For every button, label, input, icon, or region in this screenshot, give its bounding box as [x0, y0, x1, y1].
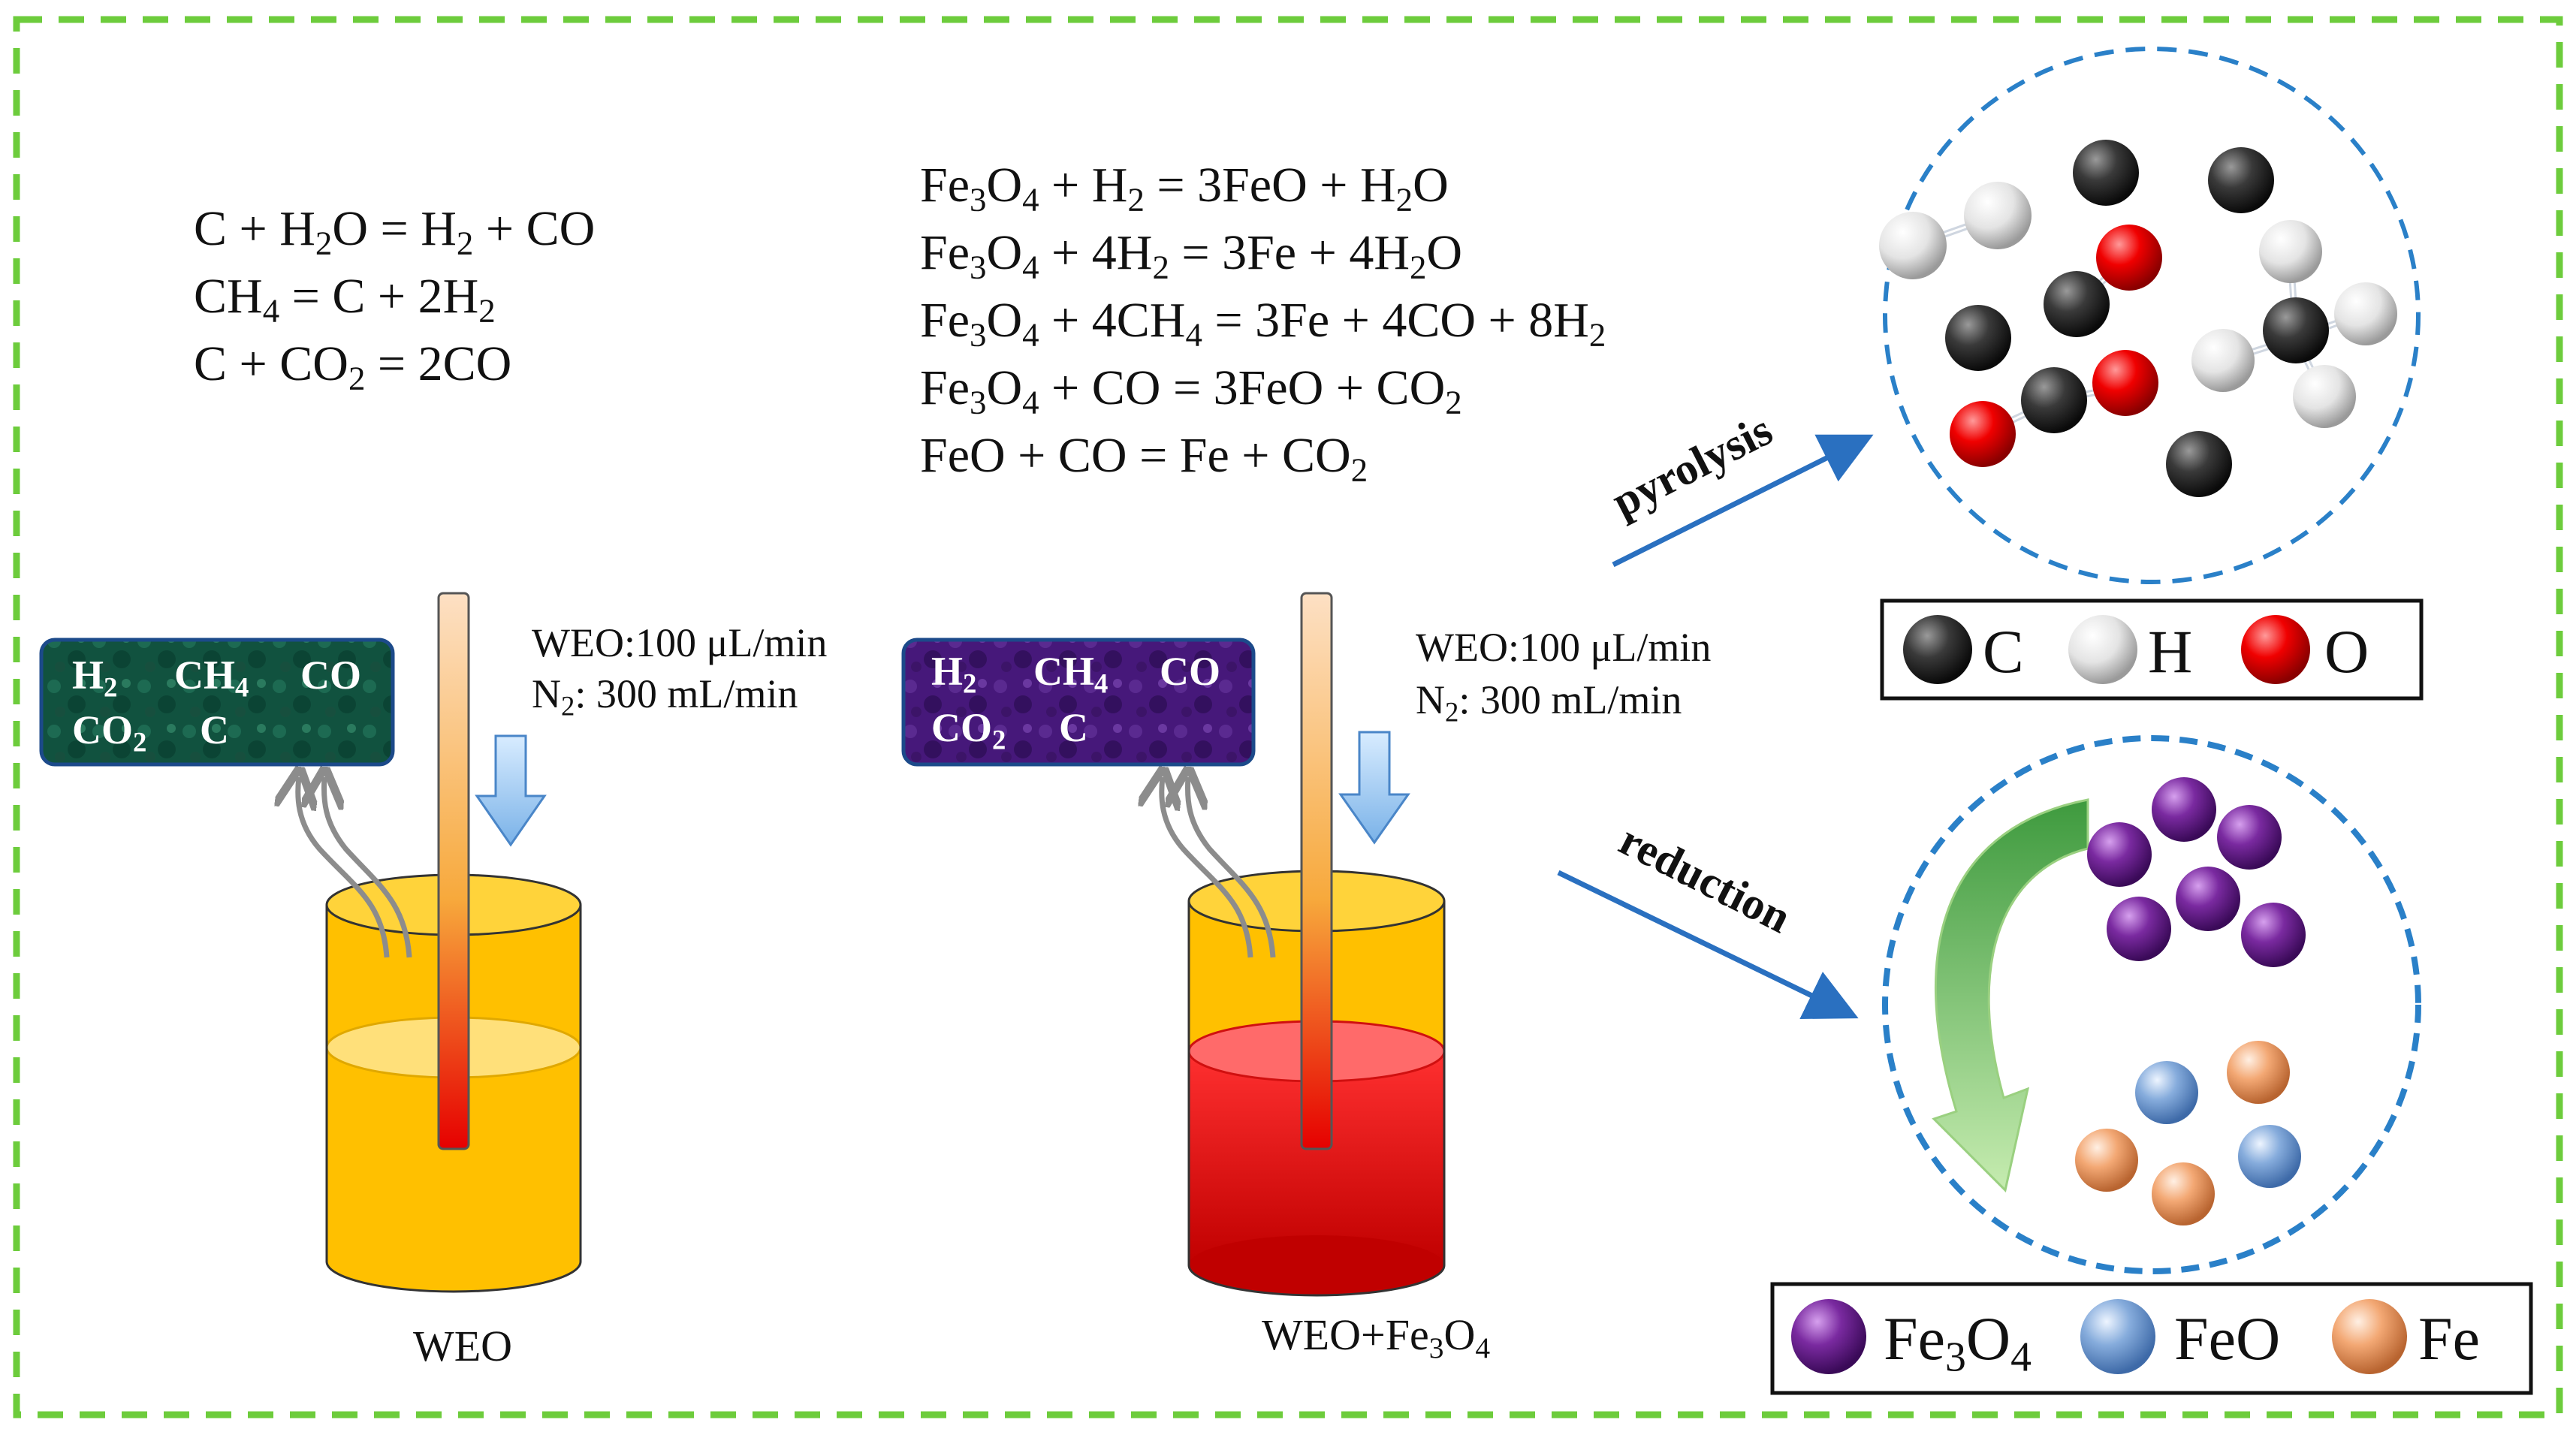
equation-left-1: C + H2O = H2 + CO [194, 201, 595, 262]
gas-panel-left [39, 638, 395, 767]
legend-carbon-swatch [1903, 615, 1972, 684]
legend-fe-label: Fe [2418, 1304, 2480, 1373]
equation-middle-1: Fe3O4 + H2 = 3FeO + H2O [920, 158, 1449, 219]
vapor-arrow-left-1 [298, 777, 390, 958]
hydrogen-atom [2334, 282, 2397, 345]
fe3o4-particle [2152, 777, 2216, 842]
reactor-label-left: WEO [413, 1322, 512, 1370]
fe-particle [2227, 1041, 2290, 1104]
hydrogen-atom [2293, 365, 2356, 428]
gas-co-right: CO [1160, 649, 1220, 694]
fe3o4-particle [2107, 897, 2171, 961]
conversion-arrow [1932, 798, 2089, 1192]
outer-frame [13, 16, 2563, 1418]
condition-n2-right: N2: 300 mL/min [1416, 677, 1682, 727]
oxygen-atom [2096, 225, 2162, 291]
feo-particle [2238, 1125, 2301, 1188]
equation-left-2: CH4 = C + 2H2 [194, 269, 496, 330]
condition-weo-right: WEO:100 μL/min [1416, 625, 1711, 670]
equation-left-3: C + CO2 = 2CO [194, 336, 511, 397]
gas-ch4-left: CH4 [174, 653, 249, 702]
reduction-label: reduction [1612, 815, 1799, 942]
carbon-atom [2044, 271, 2110, 337]
equation-middle-3: Fe3O4 + 4CH4 = 3Fe + 4CO + 8H2 [920, 293, 1606, 354]
carbon-atom [2166, 431, 2232, 497]
reactor-weo-fe3o4: H2 CH4 CO CO2 C WEO:100 μL/min N2: 300 m… [901, 592, 1711, 1364]
feo-particle [2135, 1061, 2198, 1124]
feed-arrow-right [1338, 731, 1410, 845]
condition-weo-left: WEO:100 μL/min [532, 620, 827, 665]
gas-co-left: CO [300, 653, 361, 698]
gas-co2-left: CO2 [72, 707, 146, 757]
legend-oxygen-swatch [2241, 615, 2310, 684]
fe3o4-particle [2176, 867, 2240, 931]
atom-legend: C H O [1880, 598, 2424, 701]
beaker-bottom-left [327, 1232, 581, 1292]
legend-carbon-label: C [1983, 617, 2024, 686]
carbon-atom [2208, 147, 2274, 213]
gas-c-left: C [200, 707, 229, 752]
gas-ch4-right: CH4 [1033, 649, 1108, 698]
legend-feo-label: FeO [2174, 1304, 2280, 1373]
equation-middle-2: Fe3O4 + 4H2 = 3Fe + 4H2O [920, 225, 1462, 286]
pyrolysis-label: pyrolysis [1604, 405, 1780, 527]
iron-legend: Fe3O4 FeO Fe [1770, 1282, 2533, 1395]
condition-n2-left: N2: 300 mL/min [532, 671, 798, 721]
fe3o4-particle [2241, 903, 2306, 967]
reduction-products-circle [1882, 735, 2421, 1274]
carbon-atom [2021, 367, 2087, 433]
feed-arrow-left [475, 734, 547, 847]
hydrogen-atom [2191, 329, 2255, 392]
equation-middle-5: FeO + CO = Fe + CO2 [920, 428, 1368, 489]
gas-panel-right [901, 638, 1256, 767]
oxygen-atom [1950, 401, 2016, 467]
legend-feo-swatch [2080, 1299, 2155, 1374]
hydrogen-atom [2259, 220, 2322, 283]
legend-fe3o4-swatch [1791, 1299, 1866, 1374]
gas-h2-left: H2 [72, 653, 117, 702]
legend-fe-swatch [2332, 1299, 2407, 1374]
fe3o4-particle [2217, 805, 2282, 870]
fe3o4-particle [2087, 822, 2152, 887]
oxygen-atom [2092, 350, 2158, 416]
feed-rod-left [437, 592, 470, 1150]
equation-middle-4: Fe3O4 + CO = 3FeO + CO2 [920, 360, 1462, 421]
beaker-bottom-right [1189, 1235, 1444, 1295]
reactor-weo: H2 CH4 CO CO2 C WEO:100 μL/min N2: 300 m… [39, 592, 827, 1370]
fe-particle [2075, 1129, 2138, 1192]
feed-rod-right [1300, 592, 1333, 1150]
vapor-arrow-right-2 [1187, 777, 1276, 958]
legend-oxygen-label: O [2324, 617, 2369, 686]
reduction-arrow [1557, 870, 1859, 1020]
legend-hydrogen-swatch [2068, 615, 2137, 684]
legend-fe3o4-label: Fe3O4 [1884, 1304, 2032, 1381]
pyrolysis-products-circle [1879, 47, 2421, 584]
hydrogen-atom [1879, 212, 1947, 279]
pyrolysis-arrow [1612, 434, 1874, 568]
hydrogen-atom [1964, 182, 2032, 249]
gas-co2-right: CO2 [931, 705, 1006, 755]
vapor-arrow-left-2 [324, 777, 412, 958]
carbon-atom [1945, 305, 2011, 371]
carbon-atom [2073, 140, 2139, 206]
gas-c-right: C [1059, 705, 1088, 750]
reactor-label-right: WEO+Fe3O4 [1262, 1310, 1490, 1364]
legend-hydrogen-label: H [2148, 617, 2192, 686]
fe-particle [2152, 1162, 2215, 1225]
gas-h2-right: H2 [931, 649, 976, 698]
carbon-atom [2263, 297, 2329, 363]
vapor-arrow-right-1 [1162, 777, 1253, 958]
